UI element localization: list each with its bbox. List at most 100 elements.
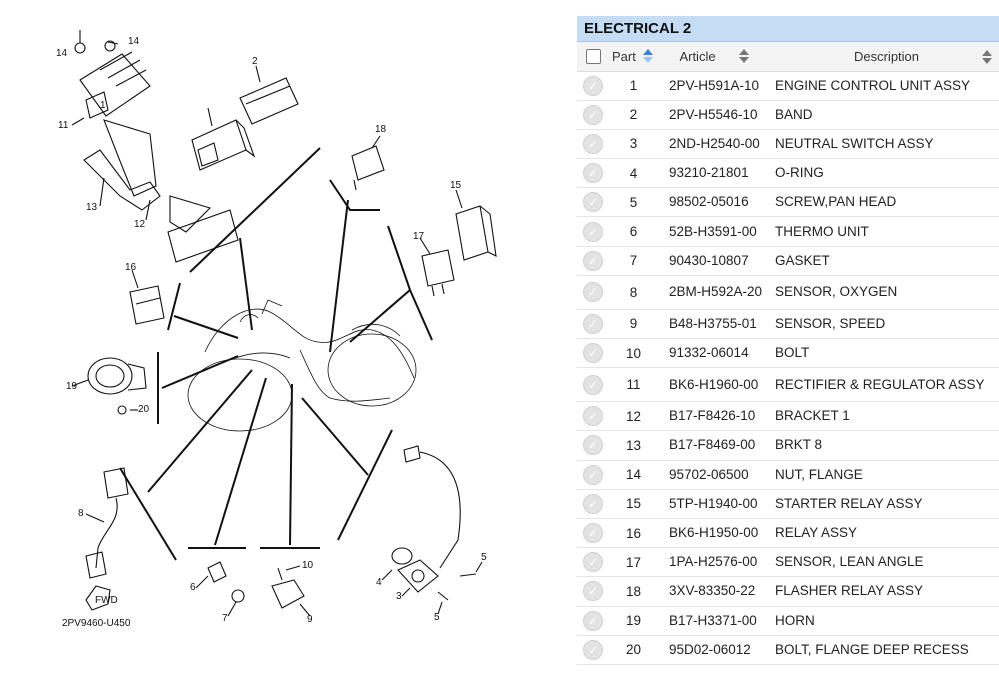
svg-text:4: 4: [376, 577, 382, 588]
check-circle-icon[interactable]: ✓: [583, 313, 603, 334]
article-cell: B17-F8469-00: [661, 430, 769, 461]
band-part: [239, 77, 299, 125]
svg-text:17: 17: [413, 231, 425, 242]
article-cell: B48-H3755-01: [661, 309, 769, 340]
check-circle-icon[interactable]: ✓: [583, 75, 603, 96]
check-circle-icon[interactable]: ✓: [583, 406, 603, 427]
description-cell: BOLT: [769, 338, 999, 369]
svg-text:5: 5: [434, 612, 440, 623]
check-circle-icon[interactable]: ✓: [583, 192, 603, 213]
motorcycle-outline: [187, 299, 417, 432]
leader-lines: [147, 199, 411, 546]
svg-text:11: 11: [58, 120, 69, 131]
svg-text:7: 7: [222, 613, 228, 624]
article-cell: 90430-10807: [661, 246, 769, 276]
row-select-cell: ✓: [577, 547, 609, 578]
column-header-article[interactable]: Article: [661, 42, 769, 72]
check-circle-icon[interactable]: ✓: [583, 104, 603, 125]
row-select-cell: ✓: [577, 275, 609, 310]
description-cell: SENSOR, OXYGEN: [769, 275, 999, 310]
check-circle-icon[interactable]: ✓: [583, 493, 603, 514]
part-number-cell: 5: [609, 187, 661, 218]
article-cell: BK6-H1950-00: [661, 518, 769, 549]
row-select-cell: ✓: [577, 338, 609, 369]
article-cell: 5TP-H1940-00: [661, 489, 769, 519]
row-select-cell: ✓: [577, 246, 609, 276]
article-cell: 2BM-H592A-20: [661, 275, 769, 310]
description-cell: HORN: [769, 606, 999, 636]
part-number-cell: 20: [609, 635, 661, 665]
article-cell: 95D02-06012: [661, 635, 769, 665]
check-circle-icon[interactable]: ✓: [583, 435, 603, 456]
svg-text:13: 13: [86, 202, 98, 213]
rectifier-part: [79, 51, 151, 119]
row-select-cell: ✓: [577, 635, 609, 665]
article-cell: B17-H3371-00: [661, 606, 769, 636]
check-circle-icon[interactable]: ✓: [583, 133, 603, 154]
description-cell: BAND: [769, 100, 999, 130]
check-circle-icon[interactable]: ✓: [583, 343, 603, 364]
svg-text:16: 16: [125, 262, 137, 273]
sort-active-icon[interactable]: [642, 48, 654, 64]
check-circle-icon[interactable]: ✓: [583, 464, 603, 485]
article-cell: 91332-06014: [661, 338, 769, 369]
row-select-cell: ✓: [577, 489, 609, 519]
check-circle-icon[interactable]: ✓: [583, 610, 603, 631]
flasher-relay-part: [351, 145, 385, 191]
select-all-checkbox[interactable]: [585, 49, 601, 65]
part-number-cell: 10: [609, 338, 661, 369]
description-cell: STARTER RELAY ASSY: [769, 489, 999, 519]
description-cell: ENGINE CONTROL UNIT ASSY: [769, 71, 999, 101]
fwd-label: FWD: [95, 595, 118, 606]
description-cell: FLASHER RELAY ASSY: [769, 576, 999, 607]
parts-diagram: 1 2 3 4 5 5 6 7 8 9 10 11 12 13 14 14 15…: [56, 30, 497, 629]
part-number-cell: 17: [609, 547, 661, 578]
row-select-cell: ✓: [577, 187, 609, 218]
parts-panel: ELECTRICAL 2 Part: [577, 16, 999, 665]
sort-arrows-icon[interactable]: [738, 48, 750, 64]
article-cell: 3XV-83350-22: [661, 576, 769, 607]
check-circle-icon[interactable]: ✓: [583, 639, 603, 660]
svg-text:2: 2: [252, 56, 258, 67]
svg-text:10: 10: [302, 560, 314, 571]
horn-part: [87, 357, 147, 395]
sort-arrows-icon[interactable]: [981, 49, 993, 65]
article-cell: 93210-21801: [661, 158, 769, 189]
article-cell: 2PV-H591A-10: [661, 71, 769, 101]
check-circle-icon[interactable]: ✓: [583, 282, 603, 303]
check-circle-icon[interactable]: ✓: [583, 552, 603, 573]
column-header-description[interactable]: Description: [769, 42, 999, 72]
column-header-part[interactable]: Part: [609, 42, 661, 72]
check-circle-icon[interactable]: ✓: [583, 163, 603, 184]
select-all-cell: [577, 42, 609, 72]
check-circle-icon[interactable]: ✓: [583, 581, 603, 602]
part-number-cell: 3: [609, 129, 661, 160]
description-cell: SENSOR, LEAN ANGLE: [769, 547, 999, 578]
article-header-label: Article: [679, 48, 716, 64]
check-circle-icon[interactable]: ✓: [583, 374, 603, 395]
check-circle-icon[interactable]: ✓: [583, 250, 603, 271]
check-circle-icon[interactable]: ✓: [583, 221, 603, 242]
check-circle-icon[interactable]: ✓: [583, 523, 603, 544]
part-number-cell: 4: [609, 158, 661, 189]
